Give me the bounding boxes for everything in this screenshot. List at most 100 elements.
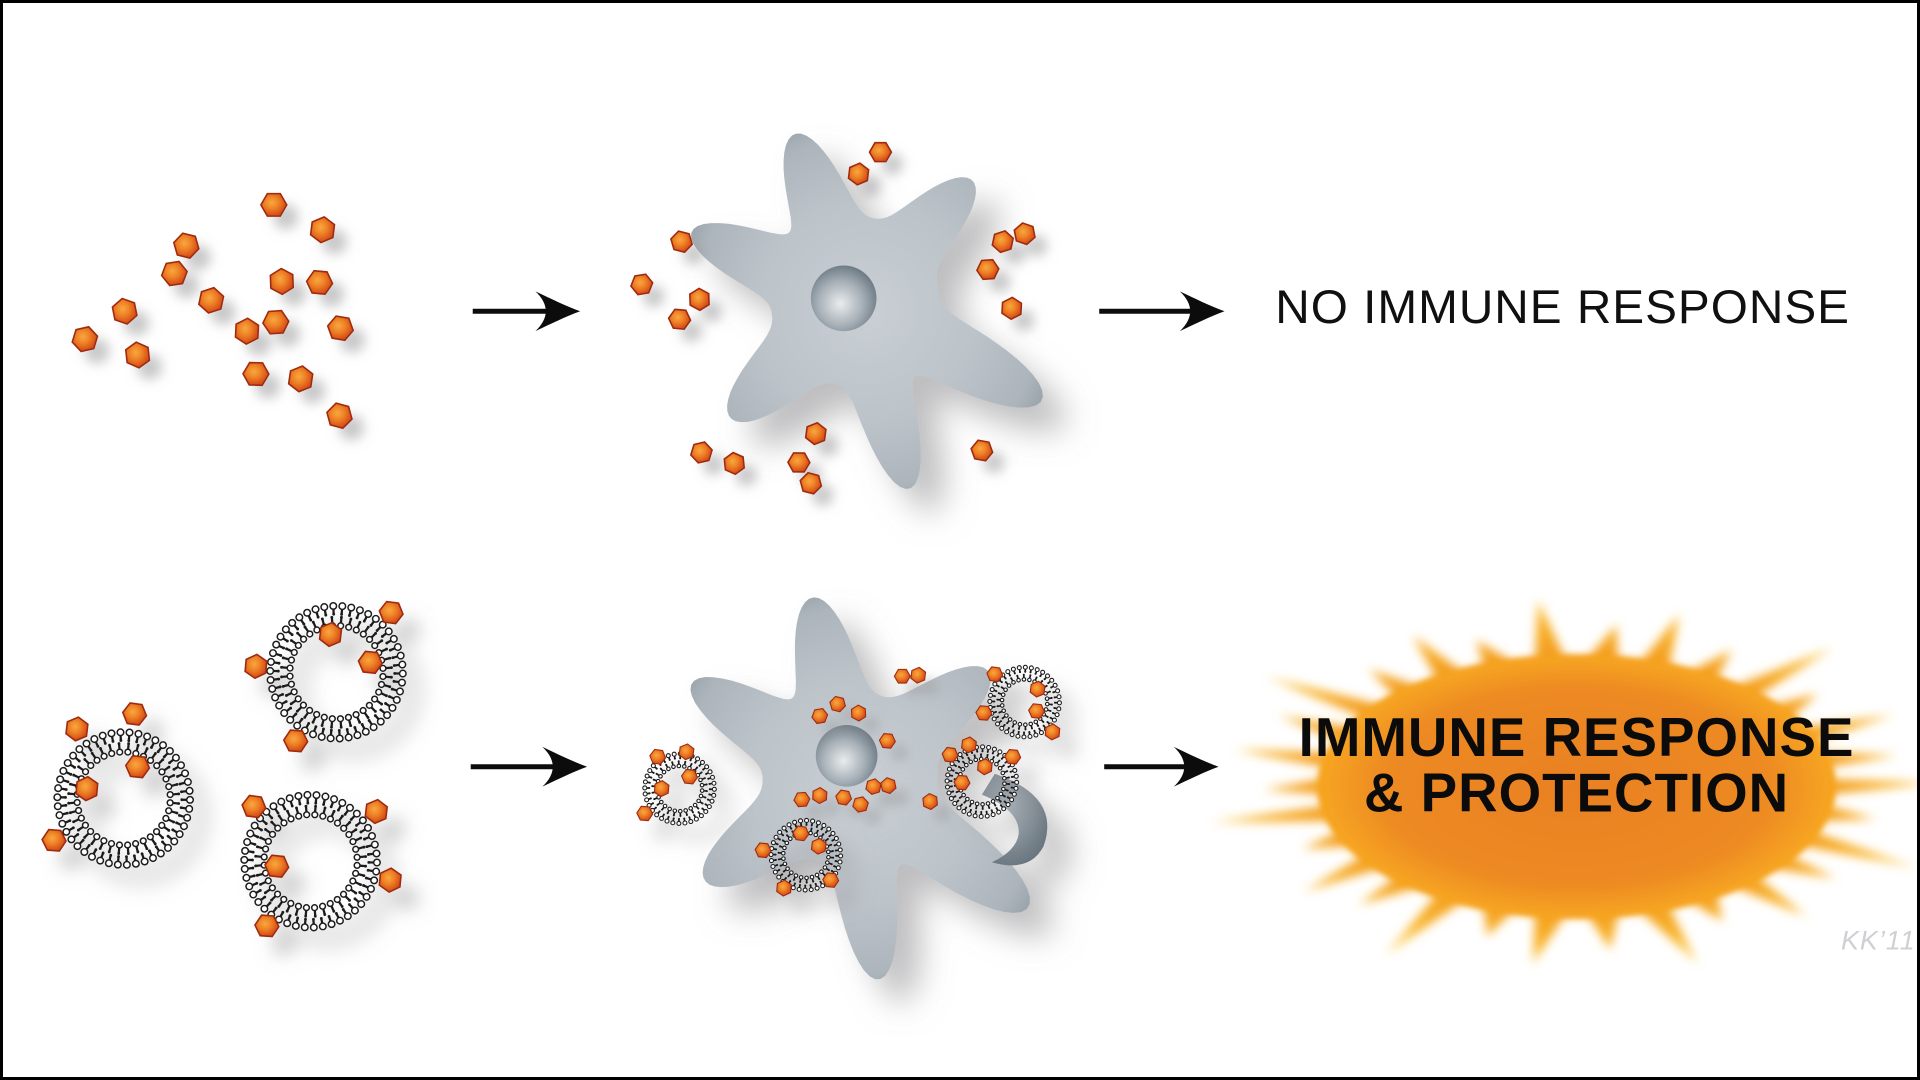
lipid-head: [268, 884, 276, 892]
lipid-head: [313, 626, 321, 634]
lipid-tail-tip: [1050, 696, 1053, 700]
lipid-head: [275, 701, 284, 710]
lipid-tail-tip: [314, 804, 318, 808]
free-antigen-icon: [326, 315, 355, 342]
lipid-tail-tip: [980, 810, 983, 814]
lipid-head: [175, 830, 184, 839]
lipid-tail-tip: [314, 801, 318, 805]
lipid-tail-tip: [990, 809, 993, 812]
lipid-head: [291, 921, 300, 930]
lipid-tail-tip: [1000, 757, 1003, 760]
lipid-tail-tip: [665, 763, 668, 766]
lipid-tail-tip: [1047, 682, 1050, 685]
lipid-tail-tip: [775, 848, 778, 851]
lipid-tail-tip: [316, 615, 320, 619]
lipid-head: [1009, 732, 1015, 738]
lipid-tail-tip: [996, 754, 999, 757]
lipid-head: [642, 791, 648, 797]
lipid-head: [62, 827, 71, 836]
liposome-icon: [754, 817, 844, 897]
antigen-icon: [975, 705, 993, 721]
lipid-head: [318, 902, 327, 910]
lipid-head: [276, 632, 285, 641]
lipid-tail-tip: [659, 767, 662, 770]
antigen-icon: [75, 775, 99, 802]
lipid-head: [969, 799, 975, 805]
lipid-head: [355, 606, 364, 615]
antigen-icon: [953, 774, 971, 791]
lipid-tail-tip: [698, 764, 701, 767]
lipid-head: [125, 728, 134, 737]
lipid-head: [115, 841, 124, 849]
lipid-tail-tip: [1039, 675, 1042, 678]
lipid-head: [647, 768, 653, 774]
lipid-tail-tip: [362, 845, 366, 849]
lipid-head: [787, 836, 793, 842]
lipid-head: [326, 899, 334, 908]
lipid-head: [676, 820, 682, 826]
lipid-head: [676, 763, 682, 769]
antigen-icon: [799, 471, 823, 495]
lipid-tail-tip: [332, 612, 336, 616]
lipid-head: [658, 773, 663, 779]
lipid-head: [243, 838, 252, 847]
lipid-head: [366, 884, 375, 893]
lipid-head: [260, 853, 268, 861]
antigen-icon: [241, 794, 267, 819]
lipid-tail-tip: [950, 785, 953, 788]
lipid-tail-tip: [708, 788, 711, 791]
free-antigen-icon: [111, 297, 138, 325]
lipid-tail-tip: [1053, 696, 1056, 699]
lipid-tail-tip: [132, 854, 136, 858]
lipid-head: [692, 802, 698, 808]
lipid-tail-tip: [367, 719, 371, 722]
lipid-head: [268, 649, 278, 658]
lipid-head: [383, 711, 392, 720]
free-antigen-icon: [242, 361, 270, 387]
lipid-tail-tip: [296, 627, 300, 631]
lipid-tail-tip: [999, 720, 1003, 723]
lipid-head: [288, 618, 297, 627]
lipid-tail-tip: [966, 754, 969, 757]
antigen-icon: [121, 702, 148, 726]
lipid-head: [286, 715, 295, 724]
lipid-head: [825, 849, 831, 855]
lipid-tail-tip: [986, 753, 989, 756]
lipid-tail-tip: [281, 692, 285, 696]
lipid-tail-tip: [1004, 677, 1007, 680]
lipid-tail-tip: [1028, 731, 1031, 734]
lipid-tail-tip: [954, 771, 958, 774]
lipid-head: [965, 796, 970, 802]
lipid-tail-tip: [270, 816, 274, 820]
lipid-head: [302, 904, 311, 912]
lipid-tail-tip: [264, 828, 267, 831]
lipid-head: [957, 752, 963, 758]
lipid-tail-tip: [705, 790, 708, 793]
lipid-head: [813, 832, 819, 838]
lipid-tail-tip: [961, 756, 964, 760]
lipid-tail-tip: [1003, 800, 1006, 803]
lipid-head: [345, 830, 353, 839]
lipid-head: [706, 804, 712, 810]
antigen-icon: [991, 230, 1015, 254]
lipid-head: [997, 749, 1003, 755]
lipid-tail-tip: [824, 831, 827, 834]
lipid-tail-tip: [689, 759, 692, 762]
lipid-head: [808, 887, 814, 893]
lipid-tail-tip: [684, 760, 687, 763]
antigen-icon: [244, 653, 268, 680]
lipid-head: [359, 630, 367, 638]
lipid-tail-tip: [1008, 783, 1011, 786]
lipid-head: [944, 778, 950, 784]
lipid-head: [1054, 712, 1060, 718]
lipid-tail-tip: [1010, 786, 1013, 789]
lipid-head: [1052, 682, 1058, 688]
lipid-tail-tip: [677, 760, 680, 763]
lipid-tail-tip: [289, 702, 293, 706]
lipid-tail-tip: [655, 772, 658, 775]
lipid-head: [347, 603, 356, 612]
lipid-tail-tip: [329, 805, 333, 809]
antigen-icon: [680, 768, 699, 785]
liposome-vaccine-diagram: NO IMMUNE RESPONSE IMMUNE RESPONSE & PRO…: [41, 133, 1917, 980]
lipid-tail-tip: [820, 828, 823, 831]
